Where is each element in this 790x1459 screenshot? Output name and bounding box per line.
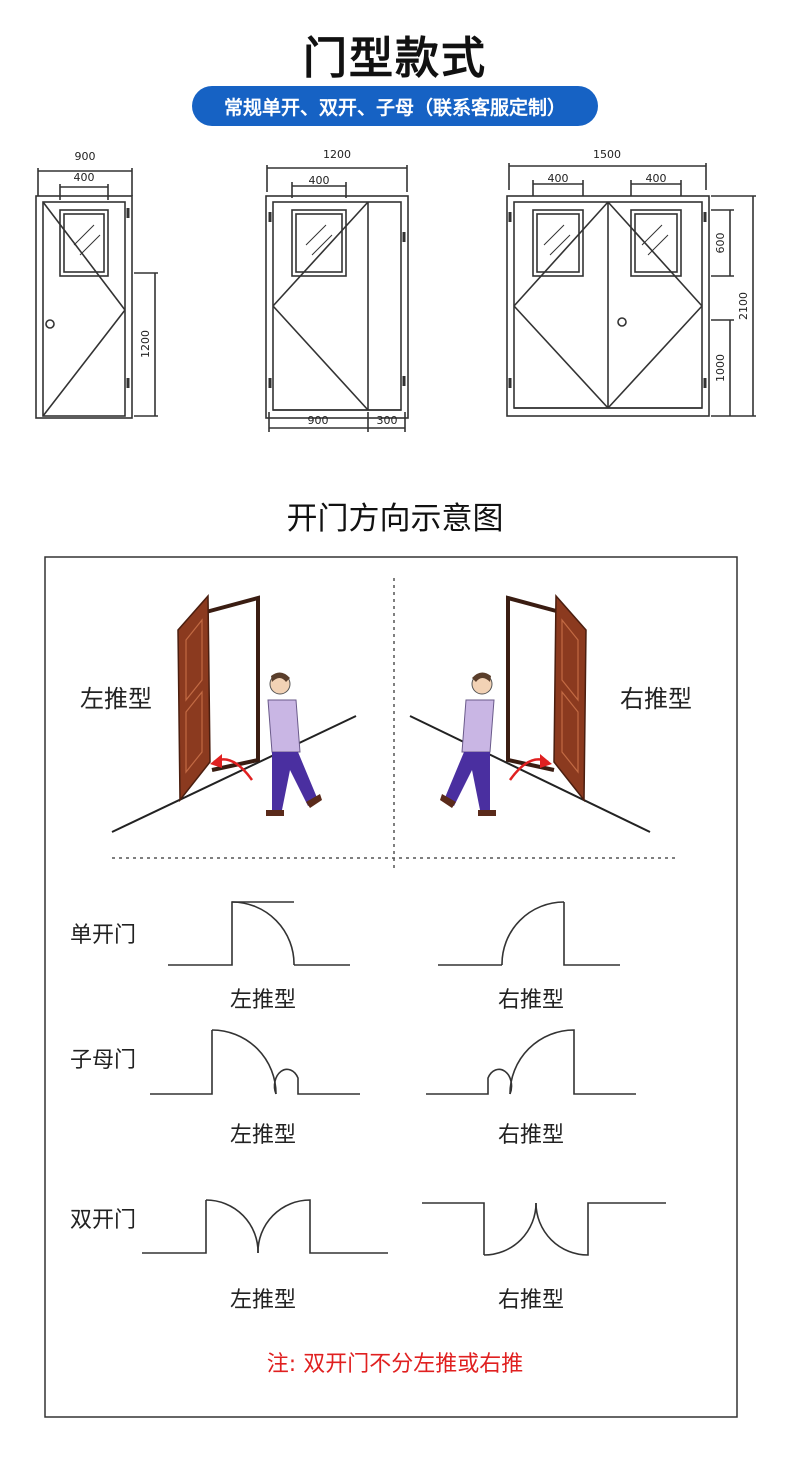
page-title: 门型款式 <box>303 33 487 84</box>
double-handle-label: 1000 <box>714 354 727 382</box>
plan-single-right <box>438 901 620 966</box>
double-overall-label: 1500 <box>593 148 621 161</box>
direction-panel <box>44 556 738 1418</box>
plan-single-left-caption: 左推型 <box>229 988 296 1013</box>
plan-double-left-caption: 左推型 <box>229 1288 296 1313</box>
plan-mc-left <box>150 1029 360 1095</box>
plan-single-right-caption: 右推型 <box>497 988 564 1013</box>
plan-mc-right-caption: 右推型 <box>497 1123 564 1148</box>
note-text: 注: 双开门不分左推或右推 <box>266 1352 524 1377</box>
double-window-left-label: 400 <box>548 172 569 185</box>
plan-double-left <box>142 1199 388 1254</box>
single-door-drawing <box>35 168 158 419</box>
plan-label-double: 双开门 <box>70 1208 137 1233</box>
mc-overall-label: 1200 <box>323 148 351 161</box>
mother-child-door-drawing <box>265 165 409 432</box>
mc-main-leaf-label: 900 <box>308 414 329 427</box>
plan-double-right <box>422 1202 666 1256</box>
left-push-label: 左推型 <box>80 685 152 713</box>
plan-single-left <box>168 901 350 966</box>
plan-mc-left-caption: 左推型 <box>229 1123 296 1148</box>
mc-window-label: 400 <box>309 174 330 187</box>
section-title: 开门方向示意图 <box>286 501 504 537</box>
plan-double-right-caption: 右推型 <box>497 1288 564 1313</box>
double-door-drawing <box>506 163 756 417</box>
plan-label-mother-child: 子母门 <box>70 1048 137 1073</box>
mc-sub-leaf-label: 300 <box>377 414 398 427</box>
double-window-height-label: 600 <box>714 233 727 254</box>
single-overall-label: 900 <box>75 150 96 163</box>
double-height-label: 2100 <box>737 292 750 320</box>
plan-label-single: 单开门 <box>70 923 137 948</box>
plan-mc-right <box>426 1029 636 1095</box>
single-window-label: 400 <box>74 171 95 184</box>
double-window-right-label: 400 <box>646 172 667 185</box>
subtitle-badge: 常规单开、双开、子母（联系客服定制） <box>192 86 598 126</box>
single-handle-label: 1200 <box>139 330 152 358</box>
right-push-illustration <box>409 594 651 833</box>
right-push-label: 右推型 <box>620 685 692 713</box>
door-styles-diagram: 900 400 1200 1200 400 900 300 1500 400 4… <box>35 148 756 432</box>
left-push-illustration <box>111 594 357 833</box>
